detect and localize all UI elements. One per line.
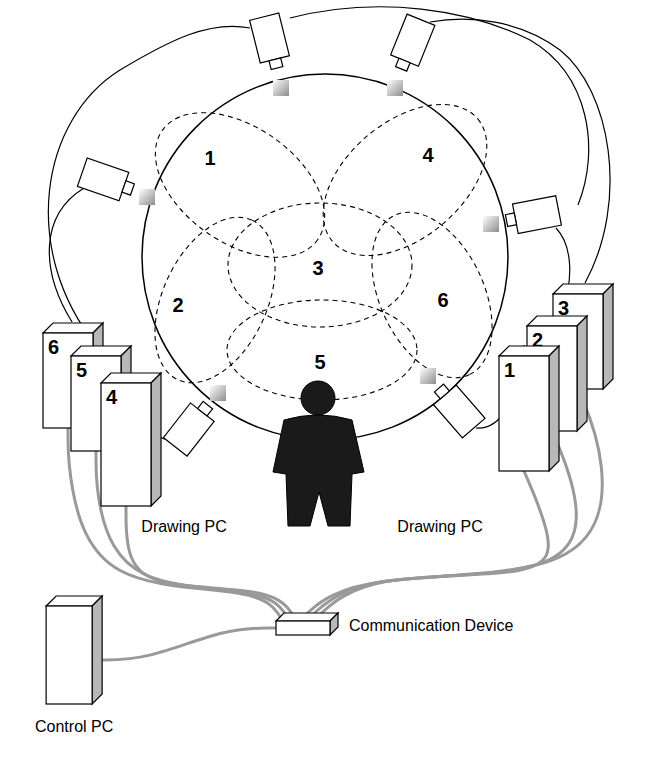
communication-device: Communication Device bbox=[275, 612, 520, 636]
group-label: Drawing PC bbox=[394, 517, 485, 536]
pc-number: 4 bbox=[106, 386, 117, 408]
dome-screen bbox=[142, 74, 508, 440]
network-cable bbox=[97, 628, 276, 660]
pc-number: 1 bbox=[504, 359, 515, 381]
control-pc: Control PC bbox=[30, 595, 118, 740]
projection-area bbox=[129, 75, 516, 402]
region-number: 3 bbox=[309, 257, 326, 279]
drawing-pc: 4 bbox=[100, 372, 162, 507]
control-pc-outline bbox=[30, 595, 118, 705]
device-label: Communication Device bbox=[349, 616, 514, 635]
projector-lens bbox=[139, 80, 499, 401]
region-number: 1 bbox=[201, 147, 218, 169]
network-cable bbox=[316, 471, 548, 618]
viewer-silhouette bbox=[273, 381, 364, 526]
region-number: 2 bbox=[169, 294, 186, 316]
pc-number: 6 bbox=[48, 336, 59, 358]
drawing-pc: 1 bbox=[498, 345, 560, 472]
network-cable bbox=[68, 428, 281, 618]
group-label: Drawing PC bbox=[138, 517, 229, 536]
region-number: 4 bbox=[419, 144, 436, 166]
region-number: 6 bbox=[434, 289, 451, 311]
communication-device-outline bbox=[275, 612, 339, 636]
pc-number: 5 bbox=[76, 359, 87, 381]
device-label: Control PC bbox=[30, 717, 118, 736]
region-number: 5 bbox=[311, 351, 328, 373]
network-cable bbox=[126, 506, 295, 618]
